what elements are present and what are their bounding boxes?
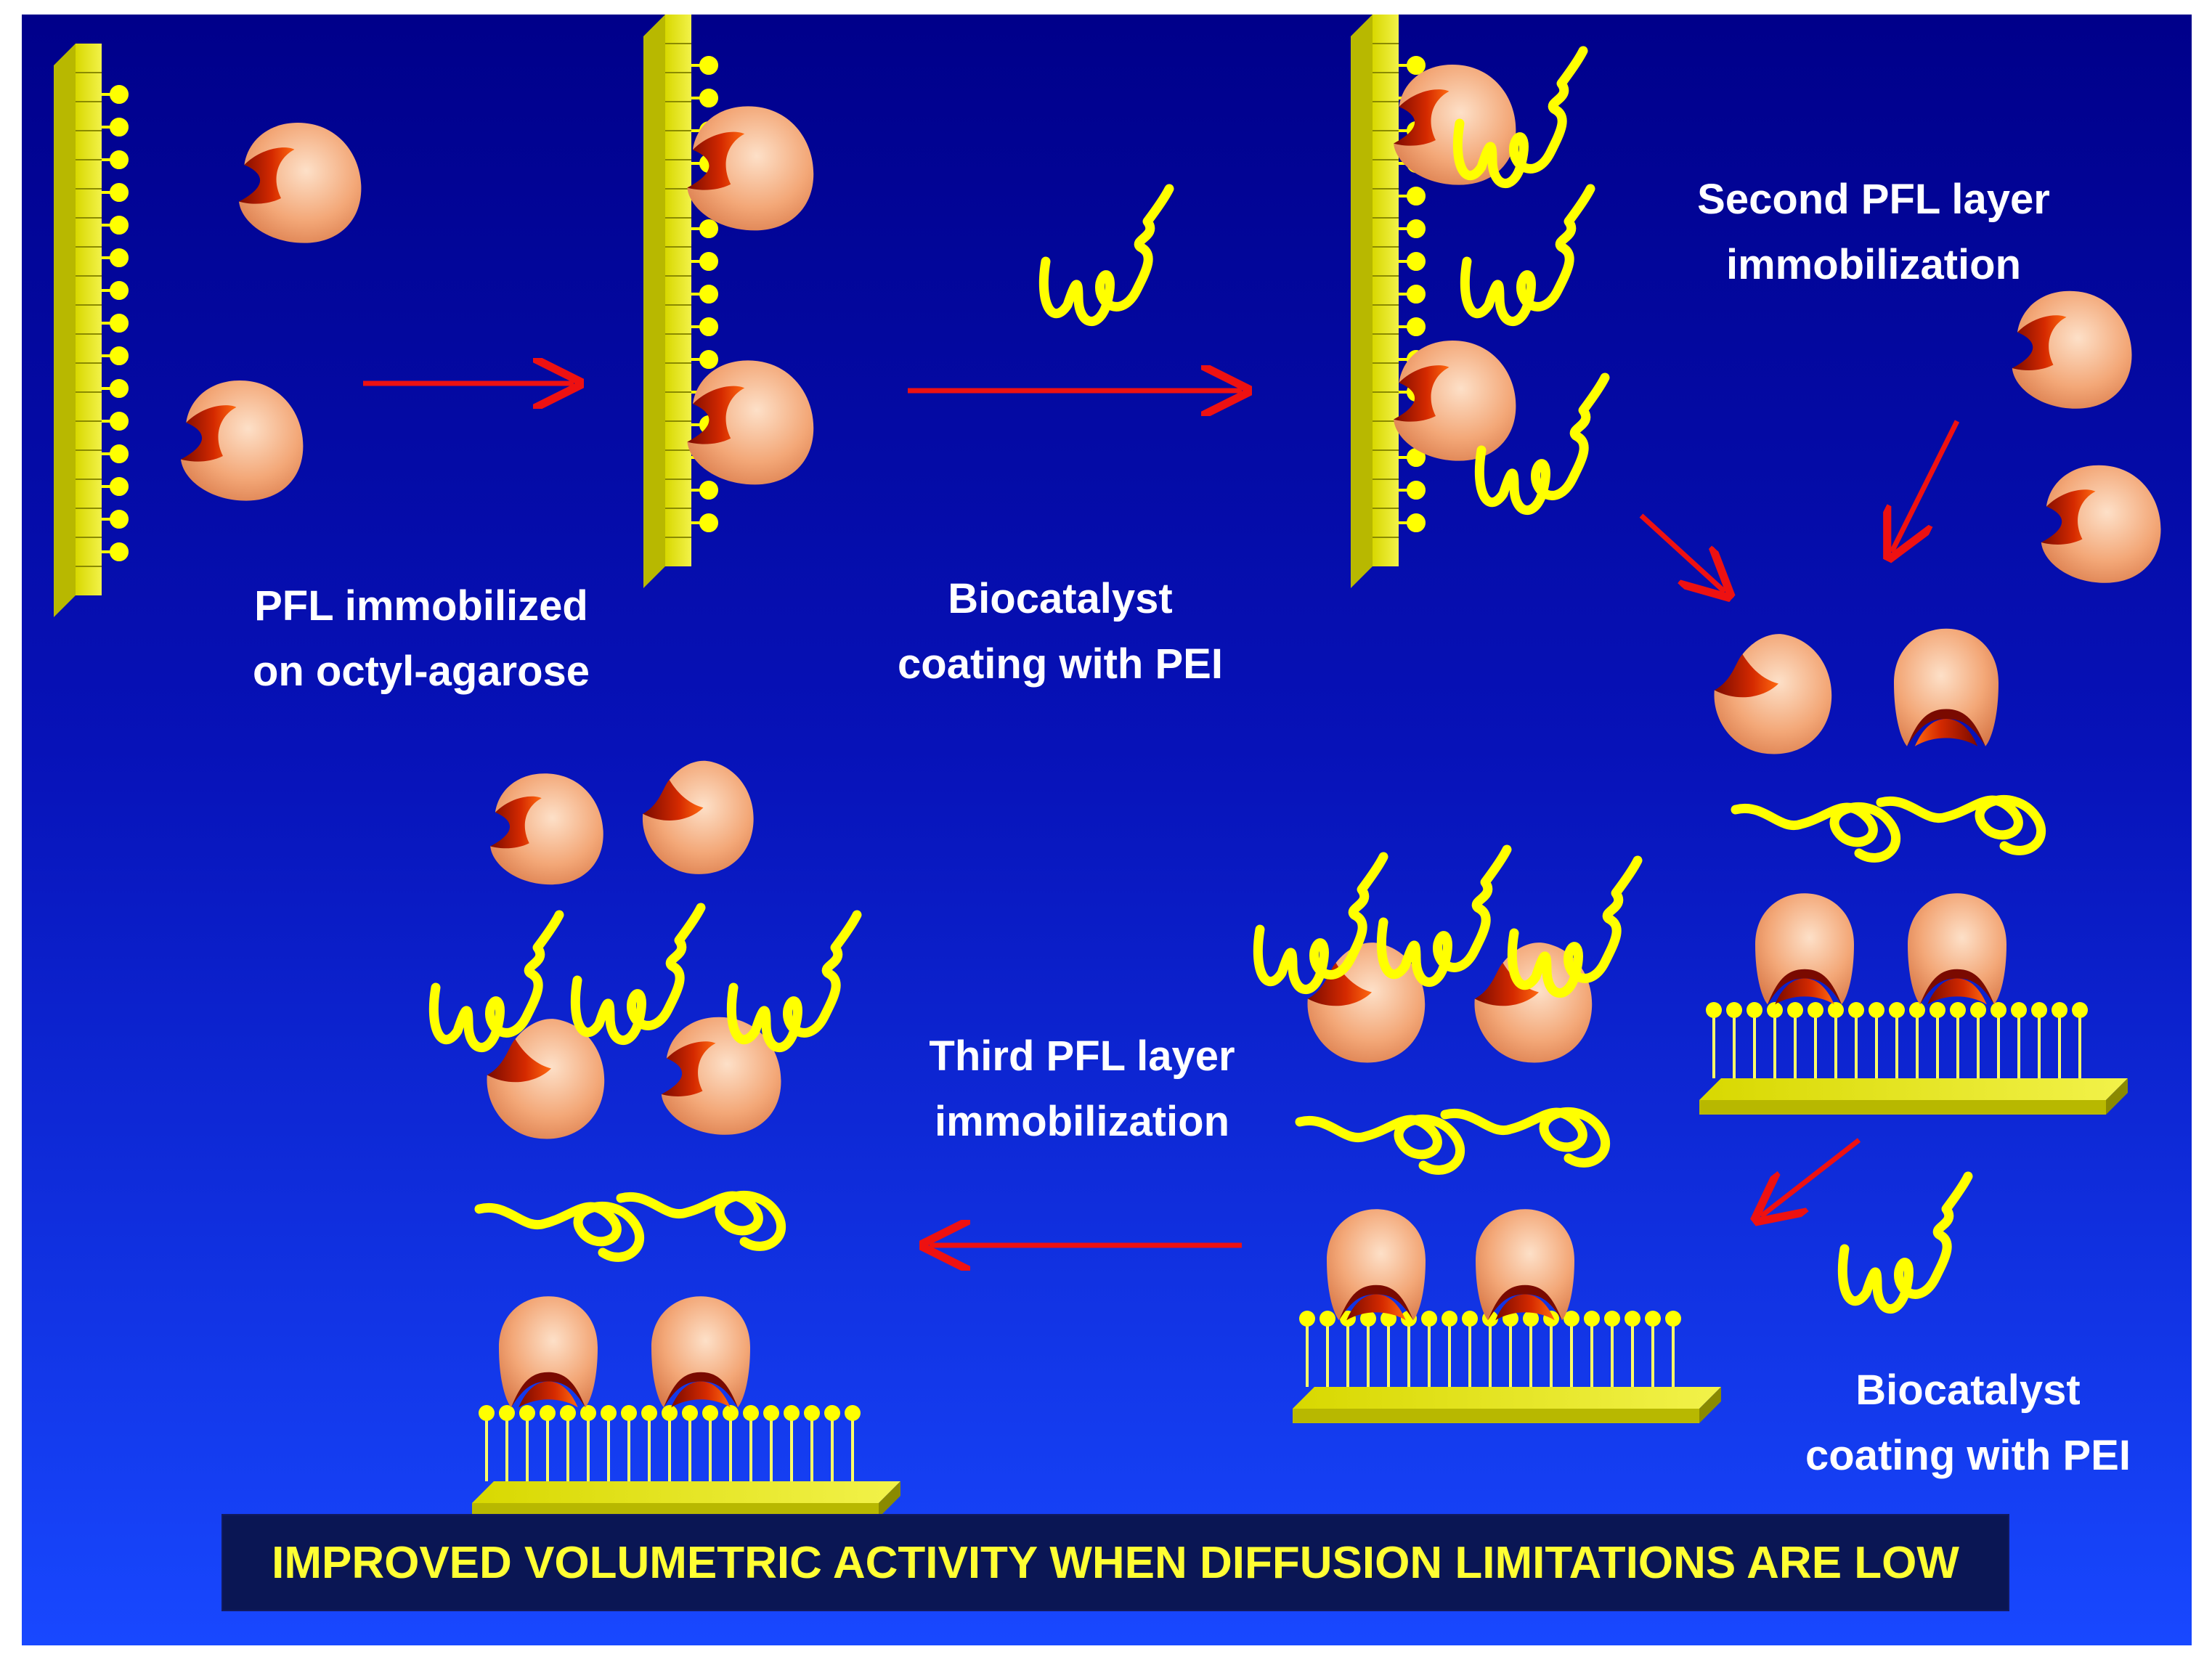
free-enzyme — [239, 123, 362, 243]
label-step5-line2: immobilization — [935, 1098, 1229, 1145]
immobilized-enzyme — [1755, 893, 1854, 1005]
arrow-3b — [1892, 420, 1960, 552]
arrow-3a — [1639, 513, 1725, 592]
support-stage6 — [471, 1404, 902, 1519]
label-step3: Second PFL layer immobilization — [1641, 167, 2106, 298]
label-step1: PFL immobilized on octyl-agarose — [174, 574, 668, 704]
support-stage1 — [52, 42, 129, 619]
diagram-art — [52, 15, 2161, 1519]
free-enzyme — [2012, 290, 2132, 409]
label-step1-line1: PFL immobilized — [254, 582, 588, 630]
label-step4: Biocatalyst coating with PEI — [1765, 1358, 2171, 1489]
free-pei-polymer — [1044, 189, 1169, 322]
third-layer-enzyme — [642, 760, 754, 874]
pei-coating — [575, 908, 701, 1041]
label-step4-line2: coating with PEI — [1805, 1432, 2131, 1479]
label-step3-line2: immobilization — [1726, 241, 2021, 288]
immobilized-enzyme — [1327, 1209, 1426, 1321]
label-step4-line1: Biocatalyst — [1855, 1367, 2081, 1414]
immobilized-enzyme — [651, 1296, 750, 1408]
pei-coating — [1465, 189, 1590, 322]
bound-pei — [1881, 799, 2041, 850]
bound-pei — [479, 1206, 640, 1257]
bound-pei — [1736, 807, 1896, 858]
free-enzyme — [181, 380, 304, 501]
label-step3-line1: Second PFL layer — [1697, 176, 2050, 223]
support-stage4 — [1698, 1001, 2129, 1116]
support-stage5 — [1291, 1309, 1723, 1425]
third-layer-enzyme — [490, 773, 603, 885]
immobilized-enzyme — [1476, 1209, 1574, 1321]
second-layer-enzyme — [1714, 634, 1832, 754]
support-stage2 — [642, 15, 718, 590]
label-step5: Third PFL layer immobilization — [879, 1024, 1285, 1155]
immobilized-enzyme — [499, 1296, 598, 1408]
diagram-canvas: PFL immobilized on octyl-agarose Biocata… — [22, 15, 2192, 1645]
free-enzyme — [2041, 465, 2161, 583]
label-step2-line1: Biocatalyst — [948, 575, 1173, 622]
bound-pei — [1300, 1119, 1460, 1170]
immobilized-enzyme — [1908, 893, 2006, 1005]
conclusion-banner: IMPROVED VOLUMETRIC ACTIVITY WHEN DIFFUS… — [221, 1514, 2009, 1611]
label-step2-line2: coating with PEI — [898, 640, 1223, 688]
label-step5-line1: Third PFL layer — [929, 1033, 1235, 1080]
label-step2: Biocatalyst coating with PEI — [821, 566, 1300, 697]
immobilized-enzyme — [1394, 341, 1516, 461]
conclusion-text: IMPROVED VOLUMETRIC ACTIVITY WHEN DIFFUS… — [272, 1537, 1959, 1588]
bound-pei — [1445, 1112, 1606, 1163]
label-step1-line2: on octyl-agarose — [252, 648, 590, 695]
second-layer-enzyme — [1894, 628, 1998, 746]
free-pei-polymer — [1842, 1176, 1968, 1309]
arrow-4 — [1761, 1138, 1861, 1216]
bound-pei — [621, 1195, 781, 1246]
